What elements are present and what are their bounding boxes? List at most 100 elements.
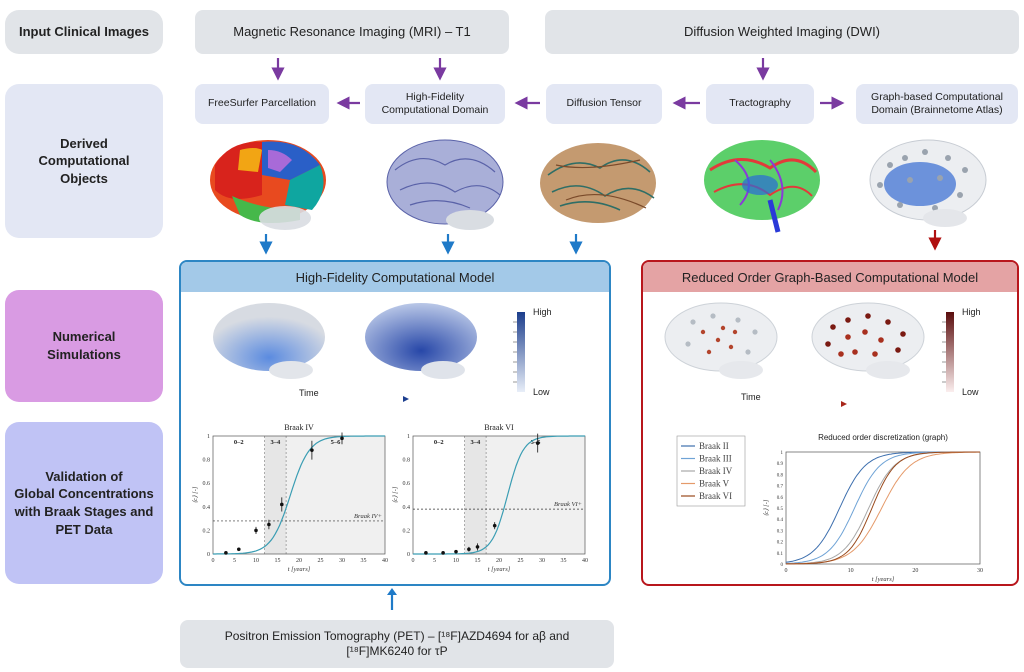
brain-tensor-image [540, 143, 656, 223]
hifi-colorbar [517, 312, 525, 392]
reduced-series-line [786, 451, 980, 564]
hifi-panel-header: High-Fidelity Computational Model [181, 262, 609, 292]
y-tick-label: 0.8 [403, 458, 411, 464]
x-tick-label: 10 [848, 568, 854, 574]
reduced-panel-header: Reduced Order Graph-Based Computational … [643, 262, 1017, 292]
hifi-colorbar-ticks [513, 321, 517, 383]
reduced-series-line [785, 451, 980, 565]
braak-data-point [237, 547, 241, 552]
reduced-plot-xlabel: t [years] [872, 576, 895, 583]
brain-early-image [213, 303, 325, 379]
braak-threshold-label: Braak VI+ [554, 501, 582, 508]
x-tick-label: 10 [253, 558, 259, 564]
y-tick-label: 1 [407, 434, 410, 440]
reduced-legend: Braak II Braak III Braak IV Braak V Braak VI [676, 435, 746, 507]
legend-label: Braak IV [699, 466, 733, 476]
hifi-panel-title: High-Fidelity Computational Model [295, 269, 495, 285]
pet-arrow [387, 588, 397, 610]
row-label-derived: Derived Computational Objects [5, 84, 163, 238]
x-tick-label: 0 [785, 568, 788, 574]
hifi-domain-label: High-Fidelity Computational Domain [381, 90, 489, 116]
x-tick-label: 30 [339, 558, 345, 564]
x-tick-label: 35 [361, 558, 367, 564]
x-tick-label: 30 [977, 568, 983, 574]
y-tick-label: 0 [407, 552, 410, 558]
freesurfer-box: FreeSurfer Parcellation [195, 84, 329, 124]
graph-domain-label: Graph-based Computational Domain (Brainn… [871, 90, 1003, 116]
braak-plot-ylabel: ⟨c⟩ [-] [392, 486, 399, 503]
y-tick-label: 0.2 [777, 541, 784, 546]
braak-threshold-label: Braak IV+ [354, 513, 382, 520]
reduced-colorbar-ticks [942, 321, 946, 383]
reduced-low-label: Low [962, 387, 979, 397]
y-tick-label: 0.8 [203, 458, 211, 464]
braak-data-point [467, 547, 471, 552]
legend-label: Braak III [699, 454, 732, 464]
braak-plot-xlabel: t [years] [488, 566, 511, 573]
reduced-high-label: High [962, 307, 981, 317]
hifi-low-label: Low [533, 387, 550, 397]
x-tick-label: 5 [233, 558, 236, 564]
x-tick-label: 0 [412, 558, 415, 564]
x-tick-label: 15 [275, 558, 281, 564]
x-tick-label: 0 [212, 558, 215, 564]
row-label-numerical-text: Numerical Simulations [47, 329, 121, 362]
braak-data-point [441, 551, 445, 555]
reduced-simulation-visual [664, 302, 954, 407]
reduced-plot-title: Reduced order discretization (graph) [818, 433, 948, 442]
x-tick-label: 40 [582, 558, 588, 564]
braak-plot-title: Braak IV [284, 423, 314, 432]
reduced-panel-title: Reduced Order Graph-Based Computational … [681, 269, 979, 285]
y-tick-label: 0 [781, 563, 784, 568]
flow-arrows [210, 58, 987, 255]
row-label-numerical: Numerical Simulations [5, 290, 163, 402]
row-label-derived-text: Derived Computational Objects [38, 135, 130, 186]
reduced-plot-ylabel: ⟨c⟩ [-] [763, 499, 770, 516]
mri-input-box: Magnetic Resonance Imaging (MRI) – T1 [195, 10, 509, 54]
braak-data-point [475, 545, 480, 549]
y-tick-label: 0.4 [403, 505, 411, 511]
brain-graph-image [869, 139, 987, 227]
y-tick-label: 0.6 [403, 481, 411, 487]
braak-band-label-2: 5–6 [531, 439, 542, 446]
braak-data-point [535, 441, 540, 445]
braak-band-1 [264, 436, 287, 554]
y-tick-label: 0.3 [777, 529, 784, 534]
dwi-input-label: Diffusion Weighted Imaging (DWI) [683, 23, 881, 39]
legend-label: Braak VI [699, 491, 732, 501]
x-tick-label: 30 [539, 558, 545, 564]
y-tick-label: 0.4 [777, 518, 784, 523]
y-tick-label: 1 [781, 451, 784, 456]
hifi-simulation-visual [213, 303, 525, 402]
x-tick-label: 15 [475, 558, 481, 564]
braak-data-point [454, 549, 458, 554]
x-tick-label: 20 [496, 558, 502, 564]
row-label-validation: Validation of Global Concentrations with… [5, 422, 163, 584]
x-tick-label: 25 [518, 558, 524, 564]
dwi-input-box: Diffusion Weighted Imaging (DWI) [545, 10, 1019, 54]
tractography-box: Tractography [706, 84, 814, 124]
x-tick-label: 25 [318, 558, 324, 564]
braak-fit-curve [413, 435, 585, 555]
x-tick-label: 40 [382, 558, 388, 564]
mri-input-label: Magnetic Resonance Imaging (MRI) – T1 [233, 23, 471, 39]
pet-input-box: Positron Emission Tomography (PET) – [¹⁸… [180, 620, 614, 668]
reduced-series-line [786, 451, 980, 565]
brain-mesh-image [386, 139, 504, 230]
braak-plot-ylabel: ⟨c⟩ [-] [192, 486, 199, 503]
braak-data-point [340, 436, 344, 441]
row-label-input-text: Input Clinical Images [18, 24, 150, 40]
tractography-label: Tractography [729, 97, 791, 110]
braak-data-point [280, 502, 284, 507]
braak-band-label-1: 3–4 [470, 439, 481, 446]
row-label-validation-text: Validation of Global Concentrations with… [14, 468, 154, 537]
time-arrow-head [403, 396, 409, 402]
braak-data-point [492, 523, 497, 528]
graph-brain-early-image [664, 302, 778, 379]
legend-label: Braak II [699, 441, 729, 451]
y-tick-label: 0.7 [777, 485, 784, 490]
legend-label: Braak V [699, 479, 730, 489]
y-tick-label: 0.6 [203, 481, 211, 487]
